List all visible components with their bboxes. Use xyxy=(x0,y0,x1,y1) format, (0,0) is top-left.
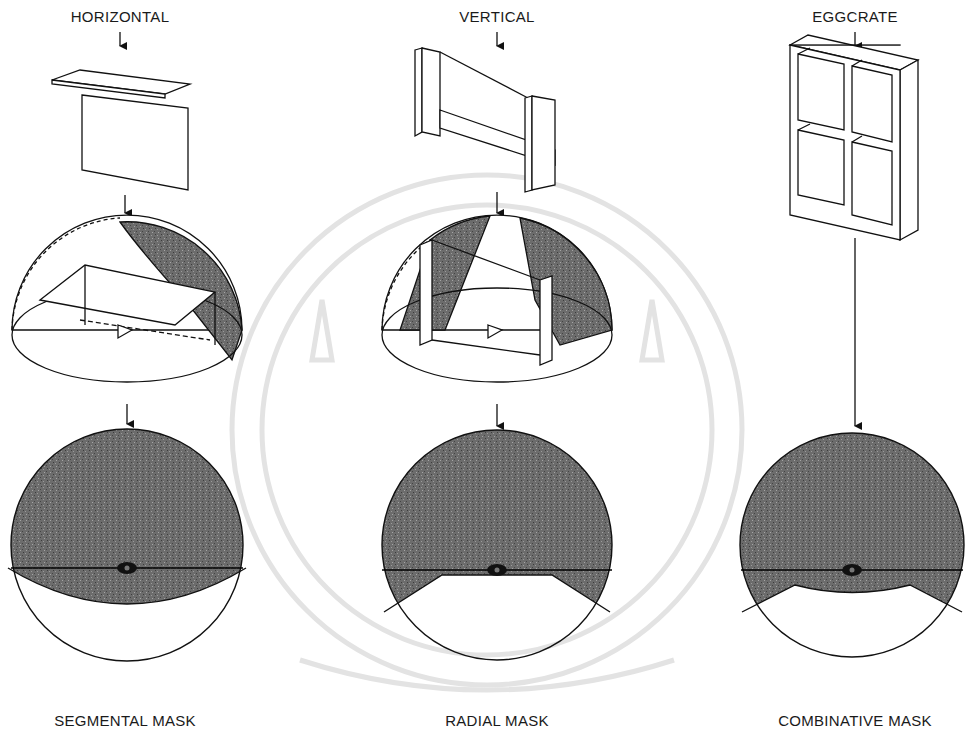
mask-label: COMBINATIVE MASK xyxy=(778,712,932,729)
device-label: VERTICAL xyxy=(459,8,534,25)
device-label: EGGCRATE xyxy=(812,8,897,25)
watermark-seal xyxy=(232,175,742,690)
mask-label: SEGMENTAL MASK xyxy=(54,712,196,729)
device-label: HORIZONTAL xyxy=(71,8,170,25)
mask-label: RADIAL MASK xyxy=(445,712,549,729)
